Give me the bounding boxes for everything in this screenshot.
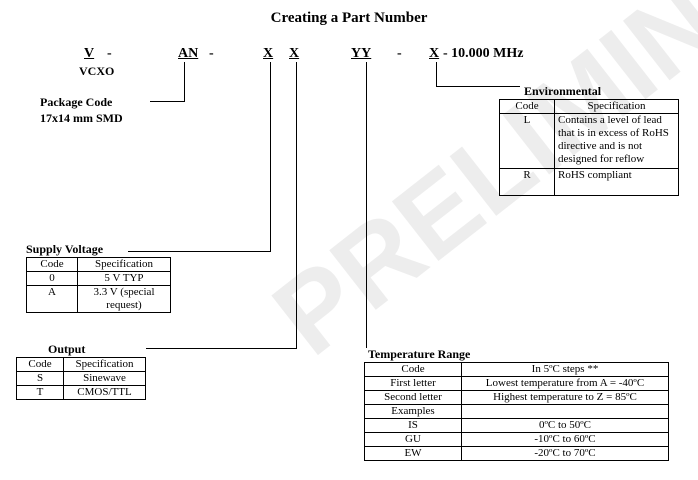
supply-connector-h bbox=[128, 251, 271, 252]
pn-frequency: - 10.000 MHz bbox=[443, 46, 524, 61]
temperature-title: Temperature Range bbox=[368, 347, 471, 361]
table-cell: Examples bbox=[364, 404, 462, 419]
table-cell: 3.3 V (special request) bbox=[77, 285, 171, 313]
pn-an: AN bbox=[178, 46, 199, 61]
table-cell: IS bbox=[364, 418, 462, 433]
pn-x3: X bbox=[429, 46, 440, 61]
table-cell: Contains a level of lead that is in exce… bbox=[554, 113, 679, 169]
table-row: Examples bbox=[364, 404, 669, 419]
package-connector bbox=[150, 101, 185, 102]
output-connector-h bbox=[146, 348, 297, 349]
table-cell: -20ºC to 70ºC bbox=[461, 446, 669, 461]
table-cell: -10ºC to 60ºC bbox=[461, 432, 669, 447]
pn-dash1: - bbox=[107, 46, 112, 61]
table-cell: 5 V TYP bbox=[77, 271, 171, 286]
table-header: Code bbox=[26, 257, 78, 272]
environmental-table: Code Specification L Contains a level of… bbox=[499, 99, 679, 196]
supply-voltage-table: Code Specification 0 5 V TYP A 3.3 V (sp… bbox=[26, 257, 171, 313]
output-table: Code Specification S Sinewave T CMOS/TTL bbox=[16, 357, 146, 400]
table-cell: Sinewave bbox=[63, 371, 146, 386]
output-connector-v bbox=[296, 62, 297, 349]
output-title: Output bbox=[48, 342, 86, 356]
environmental-title: Environmental bbox=[524, 84, 602, 98]
pn-x2: X bbox=[289, 46, 300, 61]
table-cell: A bbox=[26, 285, 78, 313]
table-row: GU -10ºC to 60ºC bbox=[364, 432, 669, 447]
table-row: T CMOS/TTL bbox=[16, 385, 146, 400]
table-row: IS 0ºC to 50ºC bbox=[364, 418, 669, 433]
table-cell: GU bbox=[364, 432, 462, 447]
temperature-table: Code In 5ºC steps ** First letter Lowest… bbox=[364, 362, 669, 461]
table-row: Second letter Highest temperature to Z =… bbox=[364, 390, 669, 405]
table-cell: R bbox=[499, 168, 555, 196]
table-cell: 0ºC to 50ºC bbox=[461, 418, 669, 433]
table-row: 0 5 V TYP bbox=[26, 271, 171, 286]
table-cell bbox=[461, 404, 669, 419]
table-header-row: Code Specification bbox=[499, 99, 679, 114]
table-row: A 3.3 V (special request) bbox=[26, 285, 171, 313]
table-cell: In 5ºC steps ** bbox=[461, 362, 669, 377]
table-row: S Sinewave bbox=[16, 371, 146, 386]
environmental-connector-v bbox=[436, 62, 437, 87]
table-header-row: Code Specification bbox=[16, 357, 146, 372]
supply-connector-v bbox=[270, 62, 271, 252]
table-row: Code In 5ºC steps ** bbox=[364, 362, 669, 377]
supply-voltage-title: Supply Voltage bbox=[26, 242, 104, 256]
table-header-row: Code Specification bbox=[26, 257, 171, 272]
table-cell: CMOS/TTL bbox=[63, 385, 146, 400]
package-connector-v bbox=[184, 62, 185, 102]
table-cell: Highest temperature to Z = 85ºC bbox=[461, 390, 669, 405]
package-code-label: Package Code bbox=[40, 95, 113, 109]
table-row: First letter Lowest temperature from A =… bbox=[364, 376, 669, 391]
pn-v: V bbox=[84, 46, 95, 61]
table-header: Code bbox=[499, 99, 555, 114]
table-cell: 0 bbox=[26, 271, 78, 286]
pn-yy: YY bbox=[351, 46, 372, 61]
package-size-label: 17x14 mm SMD bbox=[40, 111, 123, 125]
page-title: Creating a Part Number bbox=[270, 10, 428, 26]
table-header: Specification bbox=[63, 357, 146, 372]
table-cell: T bbox=[16, 385, 64, 400]
table-row: EW -20ºC to 70ºC bbox=[364, 446, 669, 461]
table-cell: S bbox=[16, 371, 64, 386]
table-cell: RoHS compliant bbox=[554, 168, 679, 196]
environmental-connector-h bbox=[436, 86, 520, 87]
table-header: Code bbox=[16, 357, 64, 372]
pn-dash2: - bbox=[209, 46, 214, 61]
pn-v-label: VCXO bbox=[79, 64, 115, 78]
table-header: Specification bbox=[554, 99, 679, 114]
table-cell: EW bbox=[364, 446, 462, 461]
pn-x1: X bbox=[263, 46, 274, 61]
table-cell: Code bbox=[364, 362, 462, 377]
table-header: Specification bbox=[77, 257, 171, 272]
temperature-connector bbox=[366, 62, 367, 348]
table-cell: Lowest temperature from A = -40ºC bbox=[461, 376, 669, 391]
table-row: L Contains a level of lead that is in ex… bbox=[499, 113, 679, 169]
table-row: R RoHS compliant bbox=[499, 168, 679, 196]
table-cell: L bbox=[499, 113, 555, 169]
pn-dash3: - bbox=[397, 46, 402, 61]
table-cell: Second letter bbox=[364, 390, 462, 405]
table-cell: First letter bbox=[364, 376, 462, 391]
